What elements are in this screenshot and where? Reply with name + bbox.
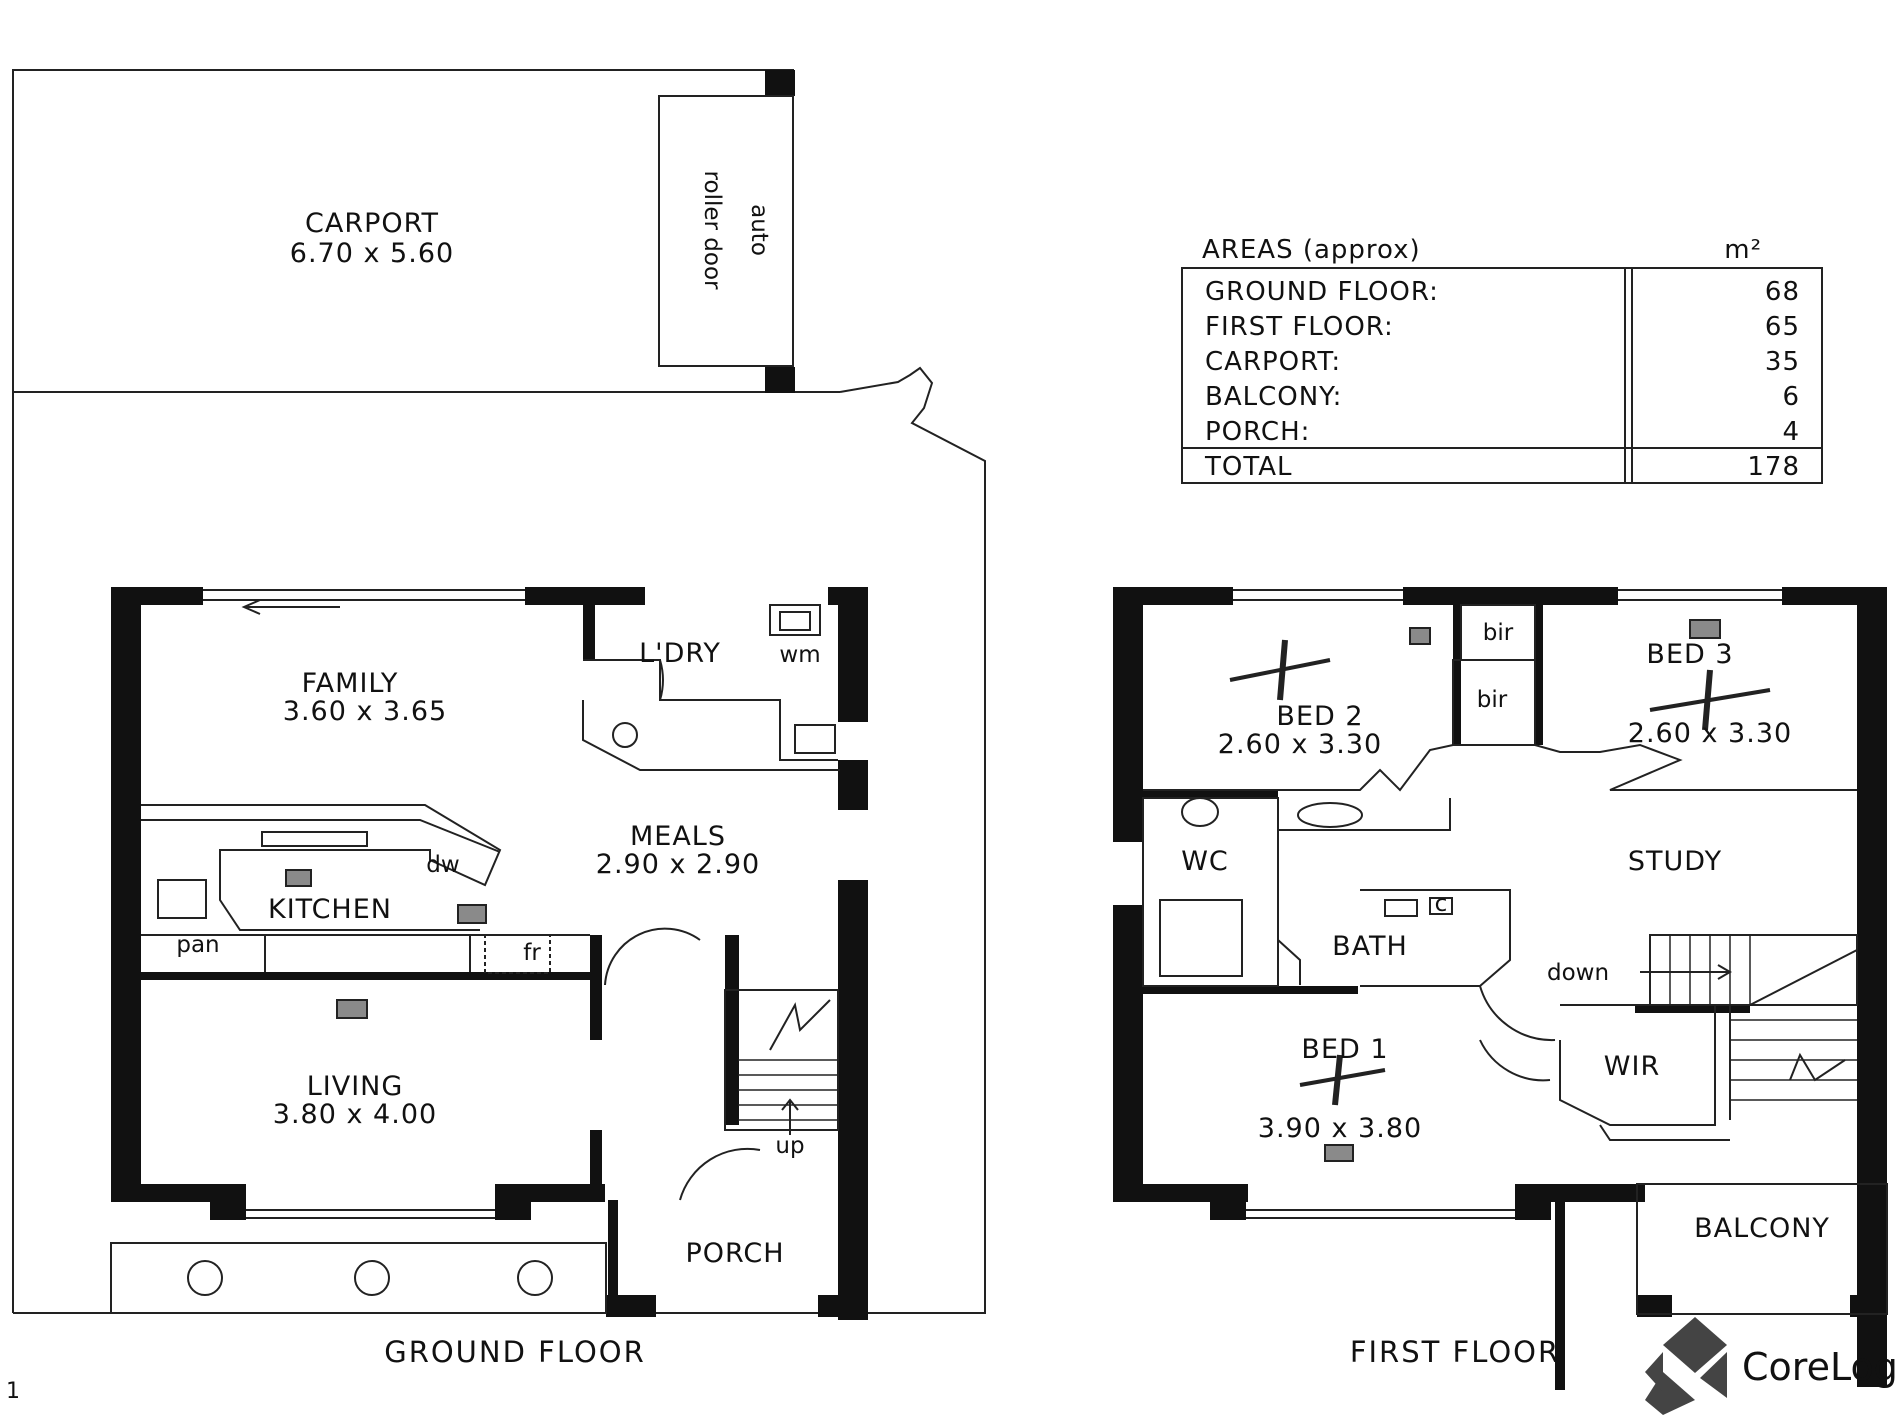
bed2-label: BED 2 [1276,701,1363,732]
fridge-label: fr [523,940,541,966]
meals-label: MEALS [630,821,726,852]
area-row-label: BALCONY: [1205,382,1342,412]
bed3-dims: 2.60 x 3.30 [1628,718,1792,749]
area-row-label: PORCH: [1205,417,1310,447]
ground-floor-plan [12,69,986,1320]
first-floor-walls [1113,587,1887,1390]
wc-label: WC [1181,846,1229,877]
bath-label: BATH [1332,931,1408,962]
corelogic-mark-icon [1645,1317,1727,1415]
bed2-dims: 2.60 x 3.30 [1218,729,1382,760]
bed3-label: BED 3 [1646,639,1733,670]
area-total-label: TOTAL [1204,452,1292,482]
stairs-up-label: up [775,1133,804,1159]
areas-header: AREAS (approx) [1202,235,1421,265]
areas-unit: m² [1724,235,1762,265]
wir-label: WIR [1604,1051,1660,1082]
area-row-value: 6 [1782,382,1800,412]
family-dims: 3.60 x 3.65 [283,696,447,727]
porch-label: PORCH [685,1238,784,1269]
area-row-label: GROUND FLOOR: [1205,277,1439,307]
bir-label-1: bir [1483,620,1514,646]
corelogic-logo: CoreLog [1645,1317,1898,1415]
bir-label-2: bir [1477,687,1508,713]
carport-label: CARPORT [305,208,439,239]
ground-walls [111,587,868,1320]
balcony-label: BALCONY [1694,1213,1830,1244]
family-label: FAMILY [302,668,399,699]
carport-post [765,367,795,393]
laundry-label: L'DRY [639,638,721,669]
area-row-value: 4 [1782,417,1800,447]
site-boundary [13,366,986,1314]
study-label: STUDY [1628,846,1722,877]
dw-label: dw [426,852,459,878]
door-note-auto: auto [746,204,772,256]
areas-table [1181,267,1823,484]
logo-text: CoreLog [1742,1345,1898,1389]
area-total-value: 178 [1747,452,1800,482]
meals-dims: 2.90 x 2.90 [596,849,760,880]
first-floor-plan [1113,587,1888,1390]
area-row-label: CARPORT: [1205,347,1341,377]
stairs-down-label: down [1547,960,1609,986]
area-row-value: 65 [1765,312,1800,342]
area-row-label: FIRST FLOOR: [1205,312,1394,342]
wm-label: wm [779,642,820,668]
page-number: 1 [6,1379,20,1404]
roller-door [658,95,794,367]
bed1-label: BED 1 [1301,1034,1388,1065]
area-row-value: 68 [1765,277,1800,307]
area-row-value: 35 [1765,347,1800,377]
ground-floor-title: GROUND FLOOR [384,1335,646,1369]
first-floor-title: FIRST FLOOR [1350,1335,1560,1369]
pantry-label: pan [176,932,219,958]
carport-dims: 6.70 x 5.60 [290,238,454,269]
carport-post [765,70,795,96]
door-note-roller: roller door [699,171,725,290]
cupboard-label: c [1435,891,1448,917]
living-dims: 3.80 x 4.00 [273,1099,437,1130]
bed1-dims: 3.90 x 3.80 [1258,1113,1422,1144]
living-label: LIVING [307,1071,404,1102]
kitchen-label: KITCHEN [268,894,392,925]
